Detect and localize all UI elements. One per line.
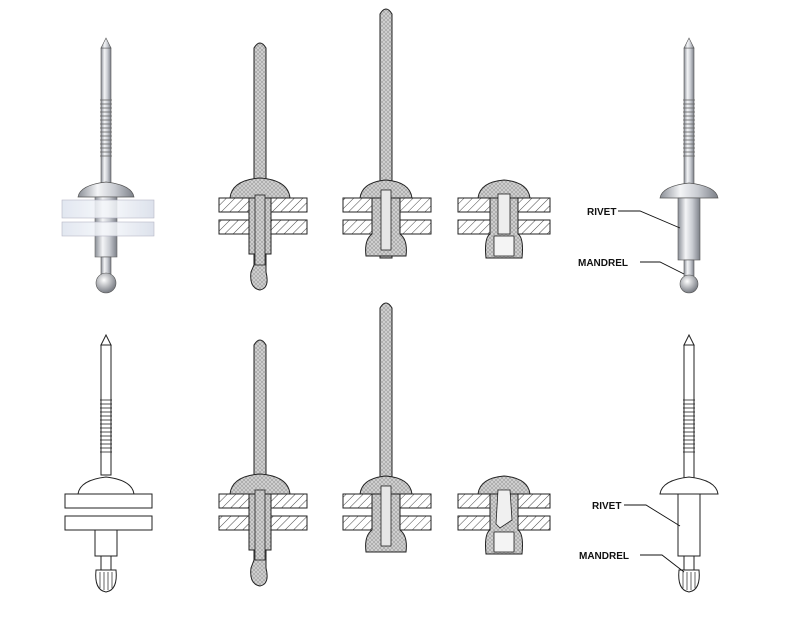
lineart-rivet-assembly (64, 333, 153, 593)
rivet-body (677, 197, 701, 261)
mandrel-stem (683, 47, 695, 189)
rivet-head-section (359, 475, 413, 495)
rivet-body (677, 493, 701, 557)
plate-lower (61, 221, 155, 237)
mandrel-label-bottom: MANDREL (579, 551, 629, 562)
mandrel-neck (100, 256, 112, 276)
shaded-labeled-rivet: RIVET MANDREL (578, 37, 719, 294)
section-set (457, 179, 551, 259)
mandrel-ball (95, 272, 117, 294)
plate-upper (64, 493, 153, 509)
mandrel-core (254, 194, 266, 266)
rivet-head (77, 476, 135, 495)
section-inserted-bottom (218, 339, 308, 587)
mandrel-head (493, 235, 515, 257)
rivet-label: RIVET (587, 207, 616, 218)
mandrel-ball (678, 569, 700, 593)
mandrel-core (380, 485, 392, 547)
rivet-head-section (477, 179, 531, 199)
lineart-labeled-rivet (624, 333, 719, 593)
mandrel-head (493, 531, 515, 553)
rivet-head-section (359, 179, 413, 199)
section-set-bottom (457, 475, 551, 555)
mandrel-core (254, 489, 266, 561)
mandrel-stem (100, 344, 112, 476)
mandrel-core (380, 189, 392, 251)
mandrel-leader-line (640, 554, 685, 573)
rivet-body (94, 529, 118, 557)
rivet-label-bottom: RIVET (592, 501, 621, 512)
mandrel-tip (100, 333, 112, 346)
section-inserted (218, 42, 308, 291)
plate-lower (64, 515, 153, 531)
mandrel-stub (495, 489, 513, 529)
mandrel-leader-line (640, 261, 685, 275)
rivet-leader-line (618, 210, 681, 229)
mandrel-ball (95, 569, 117, 593)
mandrel-grooves (683, 399, 695, 453)
rivet-head (659, 476, 719, 495)
mandrel-stub (497, 193, 511, 235)
ball-grooves (99, 572, 113, 590)
rivet-head (77, 181, 135, 198)
rivet-head-section (477, 475, 531, 495)
mandrel-neck (100, 555, 112, 571)
mandrel-tip (683, 37, 695, 49)
mandrel-neck (683, 259, 695, 277)
mandrel-grooves (100, 399, 112, 453)
section-mandrel-pulled (342, 8, 432, 259)
rivet-leader-line (624, 504, 681, 527)
mandrel-stem (100, 47, 112, 187)
plate-upper (61, 199, 155, 219)
mandrel-grooves (683, 99, 695, 157)
ball-grooves (682, 572, 696, 590)
rivet-head-section (229, 473, 291, 495)
mandrel-stem (683, 344, 695, 479)
mandrel-label: MANDREL (578, 258, 628, 269)
mandrel-ball (679, 274, 699, 294)
mandrel-tip (683, 333, 695, 346)
mandrel-tip (100, 37, 112, 49)
mandrel-grooves (100, 99, 112, 157)
rivet-head (659, 182, 719, 199)
section-mandrel-pulled-bottom (342, 302, 432, 553)
mandrel-neck (683, 555, 695, 571)
rivet-head-section (229, 177, 291, 199)
shaded-rivet-assembly (61, 37, 155, 294)
